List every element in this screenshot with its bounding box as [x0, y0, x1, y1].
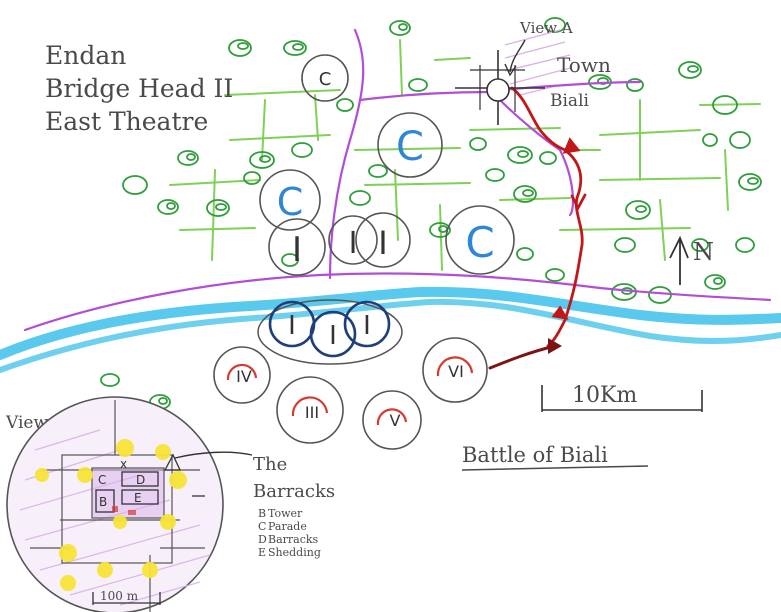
svg-text:III: III: [305, 403, 319, 422]
unit-bridge-2: I: [309, 310, 357, 358]
legend-key-e: E: [258, 546, 266, 559]
attack-arrowhead: [548, 338, 562, 354]
unit-c-4: C: [445, 205, 515, 275]
svg-text:VI: VI: [448, 362, 464, 381]
units-south: IV VI III V: [213, 337, 488, 450]
scale-bar: 10Km: [541, 383, 703, 412]
barracks-title-1: The: [253, 454, 287, 475]
caption: Battle of Biali: [461, 443, 649, 471]
town-biali: [455, 50, 545, 125]
town-name-label: Biali: [550, 91, 590, 111]
units-north: C C C C I I I: [259, 54, 515, 276]
title-line-3: East Theatre: [45, 107, 208, 136]
unit-bridge-3: I: [343, 300, 391, 348]
legend-text-d: Barracks: [268, 533, 319, 546]
legend-text-b: Tower: [268, 507, 303, 520]
unit-i-1: I: [268, 218, 326, 276]
unit-v: V: [362, 390, 422, 450]
inset-letter-b: B: [99, 495, 107, 509]
view-a-marker: View A: [504, 19, 573, 77]
inset-view-a: View A C: [5, 396, 224, 612]
town-label: Town: [557, 53, 611, 77]
inset-letter-e: E: [134, 491, 142, 505]
unit-c-3: C: [259, 169, 321, 231]
caption-text: Battle of Biali: [462, 443, 608, 467]
unit-bridge-1: I: [268, 300, 316, 348]
inset-letter-c: C: [98, 473, 106, 487]
svg-text:C: C: [277, 180, 304, 224]
tower-markers: [35, 439, 187, 591]
svg-text:I: I: [288, 311, 296, 341]
river-bank: [0, 298, 781, 373]
road-east: [558, 148, 575, 217]
inset-scale-bar: 100 m: [92, 589, 161, 605]
scale-label: 10Km: [572, 383, 637, 408]
field-grid: [169, 39, 761, 271]
road-town-west: [358, 90, 492, 102]
town-marker: [486, 78, 510, 102]
unit-c-2: C: [377, 112, 443, 178]
legend-text-e: Shedding: [268, 546, 321, 559]
svg-text:C: C: [465, 218, 494, 267]
inset-letter-x: x: [120, 457, 127, 471]
north-label: N: [693, 238, 714, 266]
legend-key-c: C: [258, 520, 266, 533]
road-town-east: [498, 80, 642, 92]
title-line-2: Bridge Head II: [45, 74, 233, 103]
svg-text:I: I: [349, 226, 358, 261]
town-hatching: [504, 29, 571, 96]
svg-text:I: I: [378, 224, 387, 262]
unit-i-3: I: [355, 212, 411, 268]
view-a-label: View A: [519, 19, 573, 37]
title-line-1: Endan: [45, 41, 126, 70]
unit-iii: III: [276, 376, 344, 444]
svg-text:IV: IV: [236, 367, 252, 386]
unit-vi: VI: [422, 337, 488, 403]
legend-text-c: Parade: [268, 520, 307, 533]
legend-key-d: D: [258, 533, 267, 546]
unit-c-1: C: [301, 54, 349, 102]
svg-text:V: V: [390, 411, 401, 430]
attack-route-dark: [488, 344, 557, 370]
legend-key-b: B: [258, 507, 266, 520]
barracks-legend: B Tower C Parade D Barracks E Shedding: [258, 507, 321, 559]
north-arrow: N: [669, 235, 714, 285]
road-south: [23, 272, 772, 332]
unit-i-2: I: [328, 215, 378, 265]
svg-text:I: I: [292, 230, 302, 270]
svg-text:C: C: [396, 124, 424, 170]
roads: [23, 28, 772, 332]
barracks-callout: The Barracks B Tower C Parade D Barracks…: [174, 451, 335, 559]
unit-iv: IV: [213, 346, 271, 404]
map-title: Endan Bridge Head II East Theatre: [45, 41, 233, 136]
svg-text:C: C: [319, 69, 332, 90]
inset-scale-label: 100 m: [100, 589, 139, 603]
road-west: [328, 28, 365, 280]
attack-route: [510, 86, 587, 348]
road-town-south: [498, 98, 562, 152]
barracks-title-2: Barracks: [253, 481, 335, 502]
svg-text:I: I: [329, 321, 337, 351]
river: [0, 286, 781, 360]
svg-text:I: I: [363, 311, 371, 341]
inset-letter-d: D: [136, 473, 145, 487]
bridgehead: I I I: [257, 299, 403, 365]
